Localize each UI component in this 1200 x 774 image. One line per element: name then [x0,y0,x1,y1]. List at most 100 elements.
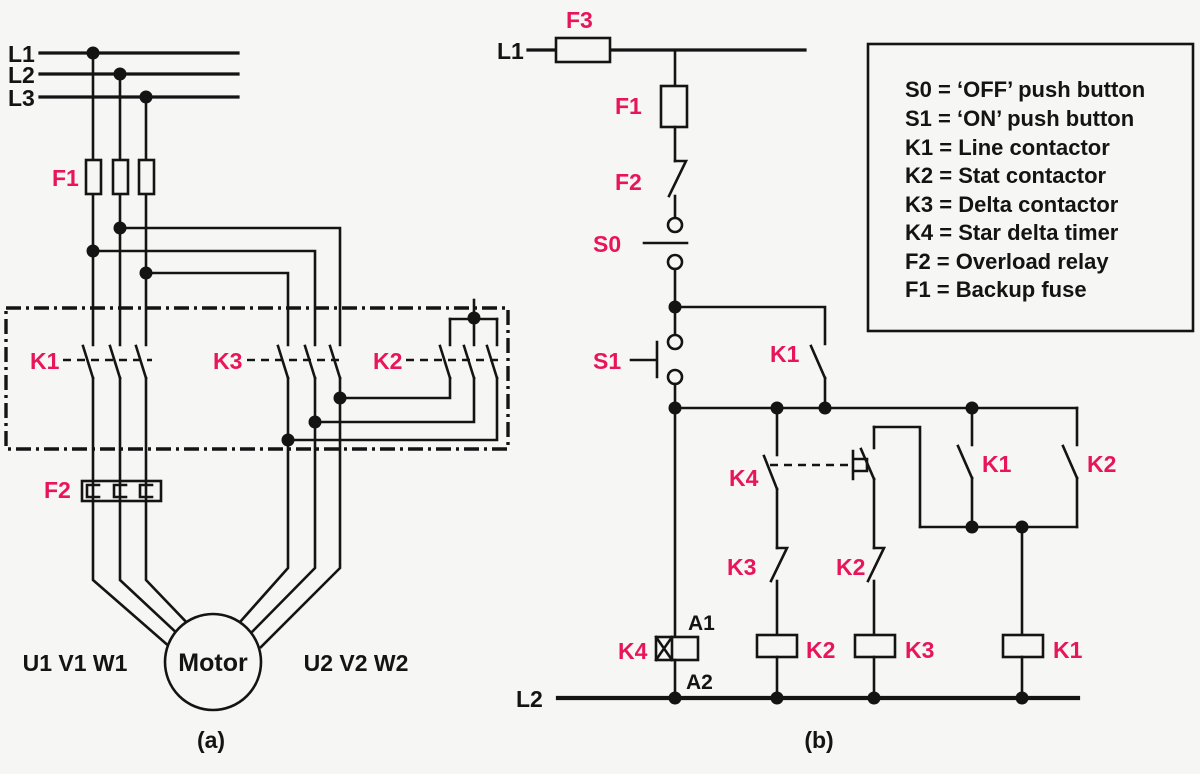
k1-blade-2 [108,344,122,380]
motor-feed-left-1 [91,376,173,650]
power-circuit: L1 L2 L3 F1 K1 K3 [4,41,510,753]
junction-dot [818,401,832,415]
junction-dot [86,244,100,258]
k1-coil [1001,633,1045,659]
k2-coil [755,633,799,659]
legend-item-k2: K2 = Stat contactor [905,163,1107,188]
legend-item-f2: F2 = Overload relay [905,249,1109,274]
supply-label-l1: L1 [8,41,35,67]
caption-b: (b) [804,727,833,753]
fuse-f1-control [659,84,689,129]
k3-blade-2 [303,344,317,380]
control-circuit: L1 F3 F1 F2 S0 K1 S1 [497,7,1116,753]
overload-f2-control-label: F2 [615,169,642,195]
legend: S0 = ‘OFF’ push button S1 = ‘ON’ push bu… [866,42,1195,333]
fuse-f1-b [111,158,130,196]
k2-blade-3 [485,344,499,380]
control-l2-label: L2 [516,686,543,712]
star-point-dot [467,311,481,325]
s1-actuator [629,340,659,379]
k3-coil-label: K3 [905,637,934,663]
k1-blade-1 [81,344,95,380]
legend-item-k1: K1 = Line contactor [905,135,1110,160]
supply-label-l2: L2 [8,62,35,88]
s0-contact-top [666,216,684,234]
overload-f2-label: F2 [44,477,71,503]
overload-f2-contact [667,159,689,198]
caption-a: (a) [197,727,225,753]
legend-item-f1: F1 = Backup fuse [905,277,1087,302]
junction-dot [86,46,100,60]
delayed-contact-link [872,425,922,529]
k3-coil [853,633,897,659]
contactor-k1-label: K1 [30,348,60,374]
k4-coil [654,635,700,662]
terminals-right-label: U2 V2 W2 [304,650,409,676]
k3-nc-contact [769,546,790,583]
fuse-f1-label: F1 [52,165,79,191]
contactor-k3-label: K3 [213,348,242,374]
junction-dot [668,691,682,705]
k3-blade-3 [328,344,342,380]
fuse-f3-label: F3 [566,7,593,33]
k4-contact-blade [762,454,779,491]
k4-terminal-a1: A1 [688,612,715,635]
legend-item-s0: S0 = ‘OFF’ push button [905,77,1145,102]
fuse-f1-a [84,158,103,196]
k3-nc-label: K3 [727,554,756,580]
s0-contact-bottom [666,253,684,271]
k2-nc-contact [866,546,887,583]
legend-item-k3: K3 = Delta contactor [905,192,1119,217]
contactor-k2-label: K2 [373,348,402,374]
motor-feed-left-3 [144,376,193,629]
k3-blade-1 [276,344,290,380]
k4-coil-x-symbol [654,635,674,662]
contactor-enclosure [4,306,510,451]
motor-label: Motor [178,649,248,677]
k2-blade-2 [462,344,476,380]
s1-contact-top [666,333,684,351]
k1-blade-3 [134,344,148,380]
overload-f2-elements [85,483,154,499]
tee-wire-l1 [91,249,317,347]
junction-dot [139,90,153,104]
s0-label: S0 [593,231,621,257]
k2-blade-1 [438,344,452,380]
k2-no-label: K2 [1087,451,1116,477]
terminals-left-label: U1 V1 W1 [23,650,128,676]
junction-dot [139,266,153,280]
k2-nc-label: K2 [836,554,865,580]
seal-branch-wire [673,305,827,346]
legend-item-s1: S1 = ‘ON’ push button [905,106,1134,131]
k1-no-blade [956,444,974,480]
legend-item-k4: K4 = Star delta timer [905,220,1119,245]
fuse-f1-c [137,158,156,196]
tee-wire-l3 [144,271,290,347]
control-l1-label: L1 [497,38,524,64]
k2-to-k3-links [286,376,499,442]
k2-no-blade [1061,444,1079,480]
tee-wire-l2 [118,226,342,347]
motor-feed-left-2 [118,376,183,639]
fuse-f1-control-label: F1 [615,93,642,119]
delayed-contact-blade [859,447,876,481]
k4-contact-label: K4 [729,465,759,491]
junction-dot [113,221,127,235]
s1-contact-bottom [666,368,684,386]
k4-terminal-a2: A2 [686,671,713,694]
overload-f2-box [80,479,163,503]
junction-dot [1015,691,1029,705]
fuse-f3 [554,36,612,64]
motor-feed-right-3 [259,376,342,649]
k4-coil-label: K4 [618,638,648,664]
k1-seal-label: K1 [770,341,800,367]
k1-no-label: K1 [982,451,1012,477]
motor-circle [163,612,263,712]
motor-feed-right-1 [238,376,290,624]
s1-label: S1 [593,348,621,374]
junction-dot [113,67,127,81]
junction-dot [770,691,784,705]
junction-dot [965,520,979,534]
